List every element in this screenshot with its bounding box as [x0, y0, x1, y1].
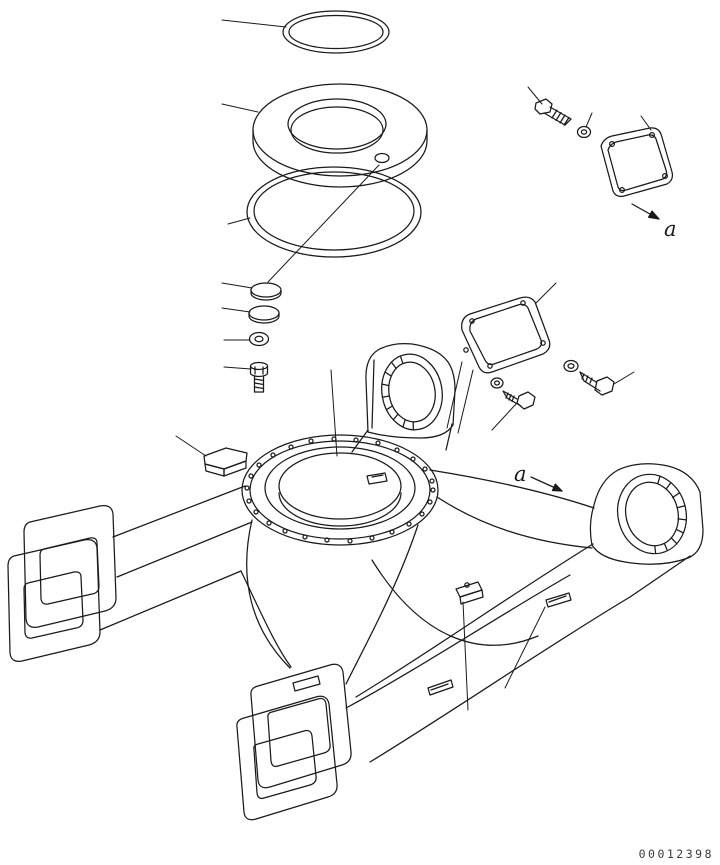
o-ring-seal	[282, 10, 390, 54]
shim-set	[248, 282, 282, 324]
carbody-legs	[99, 469, 595, 685]
left-idler-fork	[7, 505, 117, 662]
left-motor-mount	[351, 343, 456, 453]
washer-left	[248, 331, 270, 347]
bolt-mid-1	[502, 390, 536, 410]
right-motor-mount	[589, 463, 704, 565]
view-label-a-top-right: a	[664, 217, 677, 241]
cover-plate	[600, 127, 674, 198]
track-frame-assembly	[7, 343, 704, 821]
bolt-top-right	[534, 98, 572, 126]
bolt-left	[249, 361, 269, 393]
gasket-cover	[461, 296, 551, 374]
right-track-beam	[345, 543, 691, 763]
swing-circle-mount	[241, 434, 439, 546]
swing-circle-bearing	[252, 83, 428, 188]
view-arrow-center	[530, 476, 563, 492]
seal-ring	[246, 166, 422, 258]
view-arrow-top-right	[631, 203, 660, 220]
washer-top-right	[576, 125, 592, 139]
bolt-mid-2	[579, 371, 615, 396]
washer-mid-1	[490, 377, 504, 389]
bottom-idler-fork	[236, 663, 352, 821]
view-label-a-center: a	[514, 462, 527, 486]
leader-lines	[175, 19, 652, 711]
washer-mid-2	[563, 359, 579, 373]
front-left-bracket	[203, 447, 248, 477]
part-number: 00012398	[639, 847, 714, 861]
